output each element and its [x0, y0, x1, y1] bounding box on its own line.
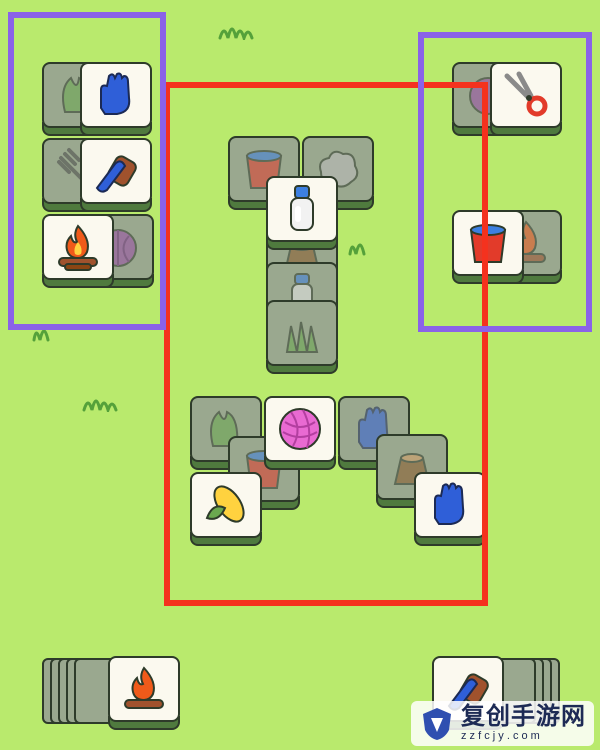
tile-yarn[interactable] [264, 396, 336, 470]
rake-icon [57, 148, 87, 184]
tile-bucket-right[interactable] [452, 210, 524, 284]
red-bucket-icon [469, 224, 507, 263]
stack-left-top[interactable] [108, 656, 180, 730]
brush-icon [95, 155, 137, 193]
grass-icon [285, 321, 319, 353]
corn-icon [205, 485, 245, 523]
grass-decoration [26, 318, 66, 342]
blue-glove-icon [434, 482, 465, 525]
tile-brush-left[interactable] [80, 138, 152, 212]
tile-glove-right-low[interactable] [414, 472, 486, 546]
blue-glove-icon [100, 72, 131, 115]
grass-decoration [216, 16, 256, 44]
watermark-subtitle: z z f c j y . c o m [461, 730, 540, 742]
shears-icon [504, 71, 548, 117]
tile-grass-mid[interactable] [266, 300, 338, 374]
grass-decoration [80, 388, 120, 416]
tile-glove-left[interactable] [80, 62, 152, 136]
watermark-title: 复创手游网 [461, 703, 586, 730]
shield-logo-icon [423, 707, 451, 740]
milk-bottle-icon [290, 185, 314, 231]
tile-shears[interactable] [490, 62, 562, 136]
grass-decoration [342, 232, 382, 256]
watermark: 复创手游网 z z f c j y . c o m [411, 701, 594, 746]
campfire-icon [124, 666, 164, 709]
tile-milk[interactable] [266, 176, 338, 250]
campfire-icon [58, 224, 98, 271]
tile-fire-left[interactable] [42, 214, 114, 288]
tile-corn[interactable] [190, 472, 262, 546]
tile-wool-top[interactable] [302, 136, 374, 210]
pink-yarn-icon [279, 408, 321, 450]
